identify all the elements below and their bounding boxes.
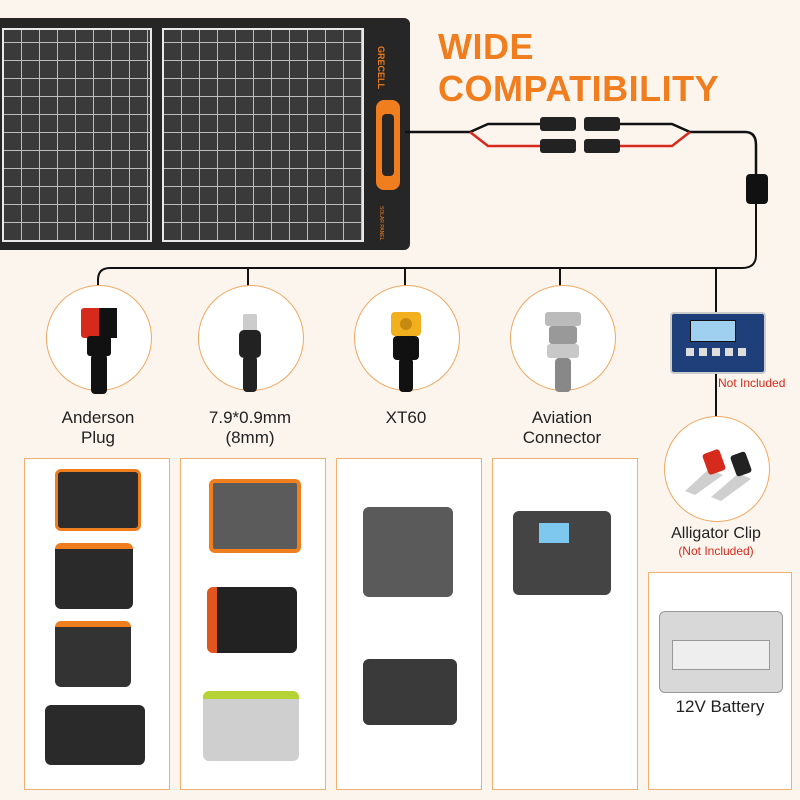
anderson-plug-circle: [46, 285, 152, 394]
aviation-label-line1: Aviation: [531, 408, 593, 427]
aviation-label-line2: Connector: [522, 428, 602, 447]
solar-cells-left: [2, 28, 152, 242]
power-station-1: [55, 469, 141, 531]
anderson-label-line1: Anderson: [61, 408, 135, 427]
battery-box: 12V Battery: [648, 572, 792, 790]
xt60-plug-circle: [354, 285, 460, 392]
dc-label-line2: (8mm): [225, 428, 275, 447]
aviation-connector-icon: [545, 312, 581, 392]
xt60-plug-icon: [391, 312, 421, 392]
aviation-label: Aviation Connector: [500, 408, 624, 448]
dc-plug-label: 7.9*0.9mm (8mm): [188, 408, 312, 448]
alligator-clip-label: Alligator Clip: [671, 525, 761, 542]
dc-devices-box: [180, 458, 326, 790]
power-station-6: [207, 587, 297, 653]
page-title: WIDE COMPATIBILITY: [438, 26, 720, 109]
anderson-plug-label: Anderson Plug: [36, 408, 160, 448]
power-station-10-screen: [539, 523, 569, 543]
power-station-3: [55, 621, 131, 687]
dc-plug-icon: [239, 314, 261, 392]
power-station-4: [45, 705, 145, 765]
panel-brand: GRECELL: [376, 46, 386, 90]
power-station-9: [363, 659, 457, 725]
panel-handle: [376, 100, 400, 190]
xt60-devices-box: [336, 458, 482, 790]
aviation-connector-circle: [510, 285, 616, 392]
anderson-devices-box: [24, 458, 170, 790]
xt60-label: XT60: [344, 408, 468, 428]
power-station-10: [513, 511, 611, 595]
alligator-not-included: (Not Included): [678, 544, 754, 558]
charge-controller: [670, 312, 766, 374]
anderson-plug-icon: [81, 308, 117, 394]
power-station-8: [363, 507, 453, 597]
panel-text: SOLAR PANEL: [378, 206, 384, 241]
battery-icon: [659, 611, 783, 693]
aviation-devices-box: [492, 458, 638, 790]
alligator-clip-icon: [685, 449, 752, 501]
power-station-2: [55, 543, 133, 609]
controller-screen: [690, 320, 736, 342]
battery-label-plate: [672, 640, 770, 670]
dc-plug-circle: [198, 285, 304, 392]
power-station-7: [203, 691, 299, 761]
solar-panel: GRECELL SOLAR PANEL: [0, 18, 410, 250]
solar-cells-right: [162, 28, 364, 242]
dc-label-line1: 7.9*0.9mm: [208, 408, 292, 427]
alligator-clip-circle: [664, 416, 770, 522]
xt60-label-line1: XT60: [385, 408, 427, 427]
controller-buttons: [686, 348, 748, 356]
battery-label: 12V Battery: [675, 697, 765, 716]
controller-not-included: Not Included: [718, 376, 786, 390]
power-station-5: [209, 479, 301, 553]
anderson-label-line2: Plug: [80, 428, 116, 447]
